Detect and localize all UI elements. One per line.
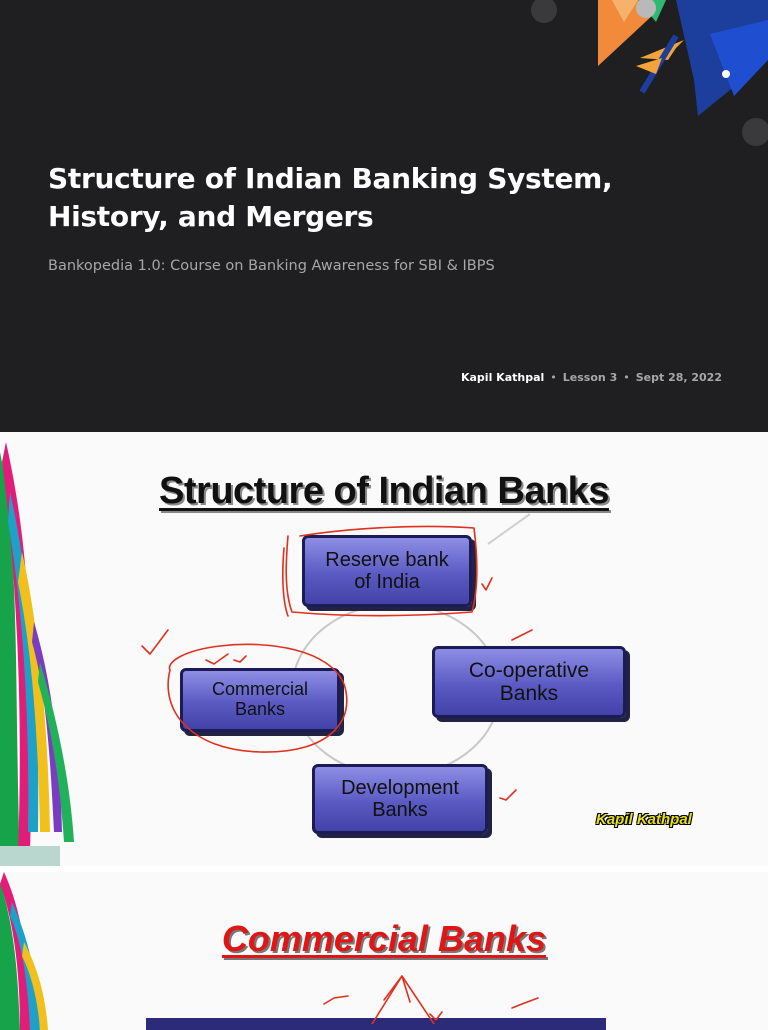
course-subtitle: Bankopedia 1.0: Course on Banking Awaren…	[48, 258, 495, 274]
node-reserve-bank: Reserve bank of India	[302, 535, 472, 607]
decorative-ribbon	[0, 872, 48, 1030]
watermark: Kapil Kathpal	[596, 811, 692, 828]
slide-title: Commercial Banks	[221, 918, 547, 959]
node-development-banks: Development Banks	[312, 764, 488, 834]
node-cooperative-banks: Co-operative Banks	[432, 646, 626, 718]
lesson-title: Structure of Indian Banking System, Hist…	[48, 162, 613, 233]
lesson-date: Sept 28, 2022	[635, 371, 722, 384]
decoration-graphic	[531, 0, 768, 146]
lesson-meta: Kapil Kathpal • Lesson 3 • Sept 28, 2022	[461, 371, 722, 384]
node-label: Commercial Banks	[211, 679, 308, 719]
lesson-header: Structure of Indian Banking System, Hist…	[0, 0, 768, 432]
node-label: Co-operative Banks	[468, 658, 590, 705]
separator-dot: •	[550, 371, 557, 384]
slide-content-bar	[146, 1018, 606, 1030]
node-label: Development Banks	[341, 777, 459, 821]
node-label: Reserve bank of India	[325, 549, 449, 593]
slide-title: Structure of Indian Banks	[159, 470, 609, 512]
separator-dot: •	[623, 371, 630, 384]
node-commercial-banks: Commercial Banks	[180, 668, 340, 732]
decorative-ribbon	[0, 442, 74, 866]
author-name[interactable]: Kapil Kathpal	[460, 371, 545, 384]
lesson-number: Lesson 3	[562, 371, 618, 384]
